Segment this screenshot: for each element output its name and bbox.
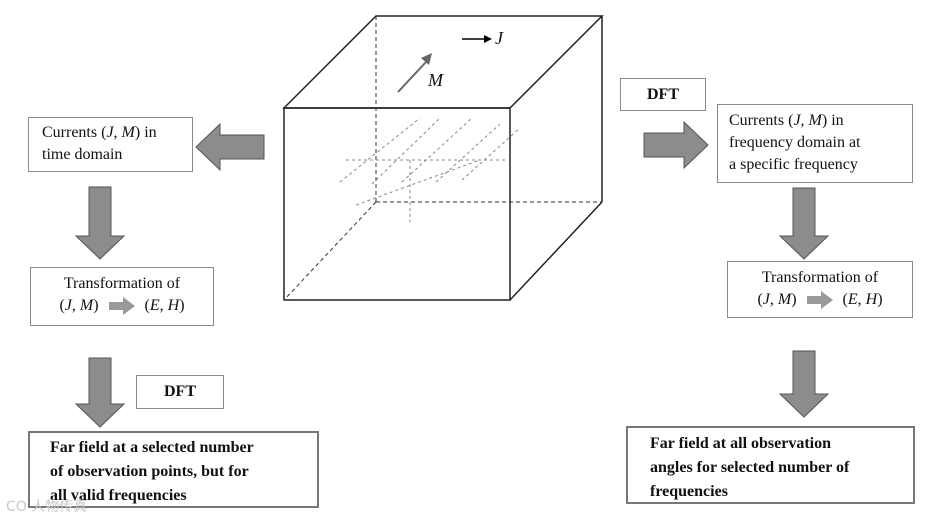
m-symbol: M	[79, 297, 94, 314]
j-label: J	[495, 28, 503, 48]
text: ,	[800, 112, 809, 129]
right-transform-box: Transformation of (J, M) (E, H)	[727, 261, 913, 318]
left-transform-box: Transformation of (J, M) (E, H)	[30, 267, 214, 326]
text: ,	[159, 297, 168, 314]
text: )	[179, 297, 185, 314]
e-symbol: E	[149, 297, 160, 314]
cube-hidden-edges	[283, 16, 602, 301]
j-symbol: J	[64, 297, 72, 314]
text: )	[791, 291, 797, 308]
text: (	[757, 291, 763, 308]
right-transform-title: Transformation of	[761, 269, 879, 286]
j-symbol: J	[762, 291, 770, 308]
cube	[282, 15, 604, 301]
right-farfield-line1: Far field at all observation	[650, 435, 832, 452]
m-symbol: M	[808, 112, 822, 129]
arrow-down-left-1	[74, 186, 126, 260]
j-arrow	[462, 35, 492, 43]
right-currents-box: Currents (J, M) in frequency domain at a…	[717, 104, 913, 183]
right-currents-line1: Currents (J, M) in	[729, 110, 901, 132]
text: ,	[857, 291, 866, 308]
right-currents-line2: frequency domain at	[729, 134, 861, 151]
cube-bottom-right-edge	[509, 201, 603, 301]
text: ) in	[134, 124, 157, 141]
left-currents-line1: Currents (J, M) in	[42, 122, 179, 144]
text: (	[842, 291, 848, 308]
text: )	[877, 291, 883, 308]
m-symbol: M	[777, 291, 792, 308]
right-farfield-line3: frequencies	[650, 483, 728, 500]
h-symbol: H	[865, 291, 878, 308]
right-farfield-box: Far field at all observation angles for …	[626, 426, 915, 504]
left-currents-box: Currents (J, M) in time domain	[28, 117, 193, 172]
text: ,	[769, 291, 778, 308]
arrow-right-from-cube	[643, 120, 709, 170]
cube-top-face	[282, 15, 604, 109]
j-symbol: J	[106, 124, 114, 141]
left-farfield-line1: Far field at a selected number	[50, 439, 254, 456]
text: Currents (	[729, 112, 794, 129]
arrow-down-left-2	[74, 357, 126, 428]
right-farfield-line2: angles for selected number of	[650, 459, 850, 476]
left-farfield-box: Far field at a selected number of observ…	[28, 431, 319, 508]
watermark: CO 人物传真	[6, 499, 88, 515]
j-symbol: J	[793, 112, 801, 129]
arrow-down-right-2	[778, 350, 830, 418]
left-farfield-line2: of observation points, but for	[50, 463, 249, 480]
right-arrow-icon	[108, 297, 135, 316]
left-transform-title: Transformation of	[63, 275, 181, 292]
text: Currents (	[42, 124, 107, 141]
m-label: M	[428, 70, 443, 90]
inner-grid	[339, 117, 521, 222]
text: ,	[113, 124, 122, 141]
left-transform-expr: (J, M) (E, H)	[35, 295, 209, 317]
m-arrow	[397, 53, 432, 93]
right-currents-line3: a specific frequency	[729, 156, 858, 173]
left-dft-box: DFT	[136, 375, 224, 409]
text: (	[144, 297, 150, 314]
right-transform-expr: (J, M) (E, H)	[732, 289, 908, 311]
arrow-down-right-1	[778, 187, 830, 260]
arrow-left-from-cube	[195, 122, 265, 172]
right-dft-box: DFT	[620, 78, 706, 111]
right-arrow-icon	[806, 291, 833, 310]
m-symbol: M	[121, 124, 135, 141]
text: )	[93, 297, 99, 314]
e-symbol: E	[847, 291, 858, 308]
text: (	[59, 297, 65, 314]
text: ) in	[821, 112, 844, 129]
left-farfield-line3: all valid frequencies	[50, 487, 187, 504]
text: ,	[71, 297, 80, 314]
h-symbol: H	[167, 297, 180, 314]
left-currents-line2: time domain	[42, 146, 123, 163]
